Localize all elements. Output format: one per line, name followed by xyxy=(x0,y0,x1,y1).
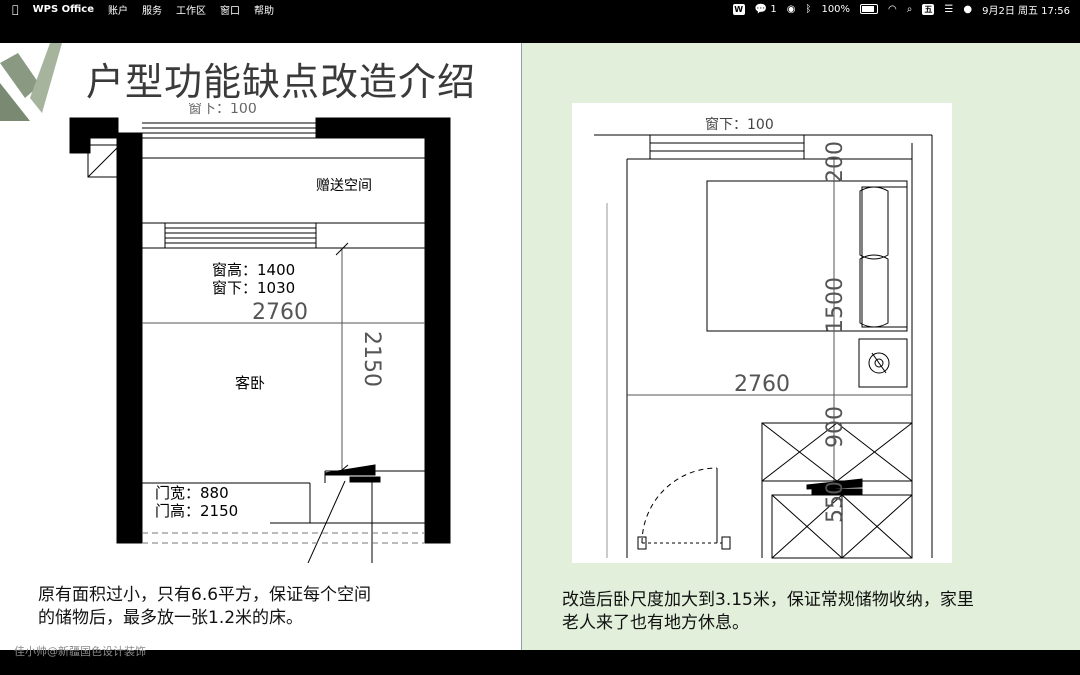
wechat-icon: 💬 xyxy=(754,3,768,15)
slide-title: 户型功能缺点改造介绍 xyxy=(86,60,477,104)
wps-status-icon[interactable]: W xyxy=(732,3,745,15)
menubar-clock[interactable]: 9月2日 周五 17:56 xyxy=(982,5,1070,17)
renovated-floor-plan: 窗下：100 200 1500 2760 900 550 xyxy=(572,103,952,563)
podcast-icon[interactable]: ◉ xyxy=(786,3,796,15)
door-width-label: 门宽：880 xyxy=(155,484,229,502)
original-floor-plan: 窗下：100 赠送空间 窗高：1400 窗下：1030 2760 2150 客卧… xyxy=(69,103,451,563)
wechat-status[interactable]: 💬 1 xyxy=(755,4,777,15)
right-caption-line-2: 老人来了也有地方休息。 xyxy=(562,613,749,633)
apple-menu-icon[interactable]:  xyxy=(12,3,19,16)
dim-2760: 2760 xyxy=(734,372,790,397)
left-caption-line-1: 原有面积过小，只有6.6平方，保证每个空间 xyxy=(38,585,372,605)
guest-room-label: 客卧 xyxy=(235,374,265,392)
menu-account[interactable]: 账户 xyxy=(101,5,128,17)
menu-services[interactable]: 服务 xyxy=(135,5,162,17)
left-caption: 原有面积过小，只有6.6平方，保证每个空间 的储物后，最多放一张1.2米的床。 xyxy=(38,584,508,630)
left-caption-line-2: 的储物后，最多放一张1.2米的床。 xyxy=(38,608,304,628)
input-method-icon[interactable]: 五 xyxy=(922,3,935,15)
door-height-label: 门高：2150 xyxy=(155,502,238,520)
right-caption-line-1: 改造后卧尺度加大到3.15米，保证常规储物收纳，家里 xyxy=(562,590,974,610)
window-sill-label: 窗下：1030 xyxy=(212,279,295,297)
dim-550: 550 xyxy=(823,481,848,523)
battery-percent: 100% xyxy=(821,3,851,15)
slide-divider xyxy=(521,43,522,650)
right-top-window-label: 窗下：100 xyxy=(705,116,774,133)
window-height-label: 窗高：1400 xyxy=(212,261,295,279)
dim-1500: 1500 xyxy=(823,277,848,333)
control-center-icon[interactable]: ☰ xyxy=(944,3,954,15)
gift-space-label: 赠送空间 xyxy=(316,178,372,194)
bluetooth-icon[interactable]: ᛒ xyxy=(805,3,812,15)
dim-200: 200 xyxy=(823,141,848,183)
menu-window[interactable]: 窗口 xyxy=(213,5,240,17)
bottom-black-bar xyxy=(0,650,1080,675)
left-height-dimension: 2150 xyxy=(359,331,384,387)
battery-icon[interactable] xyxy=(860,4,879,14)
wifi-icon[interactable]: ◠ xyxy=(888,3,897,15)
presentation-slide: 户型功能缺点改造介绍 xyxy=(0,43,1080,650)
mac-menubar:  WPS Office 账户 服务 工作区 窗口 帮助 W 💬 1 ◉ ᛒ 1… xyxy=(0,0,1080,18)
wechat-count: 1 xyxy=(770,3,777,15)
menu-help[interactable]: 帮助 xyxy=(247,5,274,17)
menu-workspace[interactable]: 工作区 xyxy=(169,5,206,17)
watermark: 佳小帅@新疆国色设计装饰 xyxy=(14,645,146,658)
decorative-chevron-shape xyxy=(0,43,62,121)
app-menu-wps[interactable]: WPS Office xyxy=(26,3,94,15)
dim-900: 900 xyxy=(823,406,848,448)
spotlight-search-icon[interactable]: ⌕ xyxy=(906,3,913,15)
right-caption: 改造后卧尺度加大到3.15米，保证常规储物收纳，家里 老人来了也有地方休息。 xyxy=(562,589,1062,635)
left-width-dimension: 2760 xyxy=(252,300,308,325)
siri-icon[interactable]: ● xyxy=(963,3,973,15)
left-top-window-label: 窗下：100 xyxy=(188,103,257,117)
